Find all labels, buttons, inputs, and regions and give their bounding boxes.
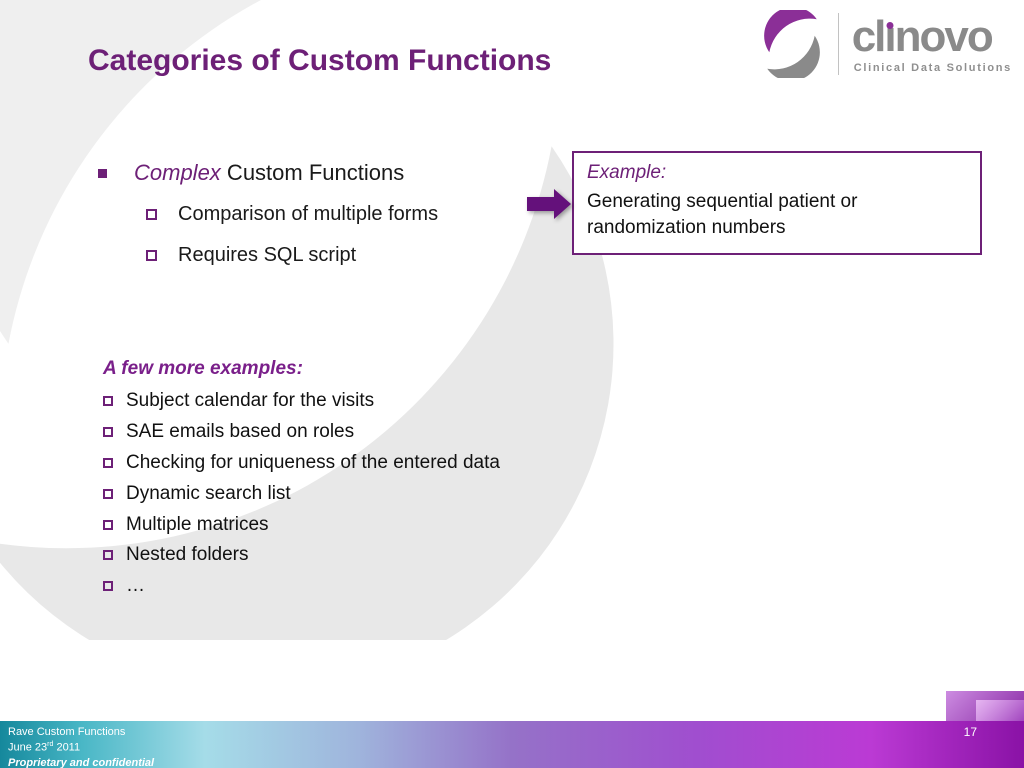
example-callout-box: Example: Generating sequential patient o… — [572, 151, 982, 256]
corner-decoration-inner — [976, 700, 1024, 721]
footer-date: June 23rd 2011 — [8, 741, 154, 754]
hollow-square-bullet-icon — [103, 396, 113, 407]
list-item: Subject calendar for the visits — [103, 386, 500, 417]
footer-date-main: June 23 — [8, 741, 48, 754]
block-arrow-icon — [527, 189, 571, 219]
list-item: Checking for uniqueness of the entered d… — [103, 448, 500, 479]
hollow-square-bullet-icon — [103, 427, 113, 438]
logo-brand-pre: cl — [851, 11, 887, 61]
hollow-square-bullet-icon — [103, 519, 113, 530]
logo-i-dot-icon — [886, 21, 894, 29]
arrow-head — [554, 189, 571, 219]
footer-date-ordinal: rd — [47, 741, 54, 748]
footer-text-block: Rave Custom Functions June 23rd 2011 Pro… — [8, 726, 154, 768]
list-item-label: … — [126, 575, 145, 597]
bullet-emphasis: Complex — [134, 160, 221, 185]
list-item: SAE emails based on roles — [103, 417, 500, 448]
logo-brand-i-stem: ı — [884, 11, 896, 61]
list-item: Multiple matrices — [103, 509, 500, 540]
sub-bullet-item: Requires SQL script — [146, 241, 438, 269]
hollow-square-bullet-icon — [146, 249, 157, 261]
list-item-label: Checking for uniqueness of the entered d… — [126, 451, 500, 473]
example-text: Generating sequential patient or randomi… — [587, 191, 858, 238]
logo-swoosh-icon — [763, 10, 820, 78]
hollow-square-bullet-icon — [103, 550, 113, 561]
hollow-square-bullet-icon — [146, 208, 157, 220]
more-examples-list: Subject calendar for the visits SAE emai… — [103, 386, 500, 602]
footer-date-year: 2011 — [53, 741, 81, 754]
arrow-shaft — [527, 197, 554, 211]
hollow-square-bullet-icon — [103, 581, 113, 592]
sub-bullet-label: Comparison of multiple forms — [178, 202, 439, 225]
list-item-label: Subject calendar for the visits — [126, 390, 375, 412]
list-item-label: Dynamic search list — [126, 482, 291, 504]
footer-presentation-title: Rave Custom Functions — [8, 726, 126, 738]
slide-number: 17 — [963, 725, 977, 739]
hollow-square-bullet-icon — [103, 457, 113, 468]
footer-bar: Rave Custom Functions June 23rd 2011 Pro… — [0, 721, 1024, 768]
list-item: Nested folders — [103, 540, 500, 571]
filled-square-bullet-icon — [98, 168, 107, 178]
example-label: Example: — [587, 162, 667, 183]
logo-brand-i: ı — [884, 11, 896, 61]
list-item: Dynamic search list — [103, 478, 500, 509]
logo-tagline: Clinical Data Solutions — [853, 61, 1012, 74]
list-item-label: Multiple matrices — [126, 513, 269, 535]
logo-divider — [837, 13, 839, 75]
background-swoosh-watermark — [0, 0, 614, 640]
hollow-square-bullet-icon — [103, 488, 113, 499]
list-item-label: Nested folders — [126, 544, 249, 566]
list-item: … — [103, 571, 500, 602]
more-examples-heading: A few more examples: — [103, 358, 303, 379]
sub-bullet-item: Comparison of multiple forms — [146, 200, 438, 228]
logo-brand-post: novo — [894, 11, 994, 61]
bullet-text: Complex Custom Functions — [134, 160, 404, 186]
page-title: Categories of Custom Functions — [88, 44, 552, 77]
footer-confidential-note: Proprietary and confidential — [8, 756, 155, 768]
sub-bullet-label: Requires SQL script — [178, 243, 357, 266]
bullet-rest: Custom Functions — [220, 160, 405, 185]
bullet-complex-custom-functions: Complex Custom Functions — [98, 158, 404, 188]
sub-bullet-list: Comparison of multiple forms Requires SQ… — [146, 200, 438, 282]
list-item-label: SAE emails based on roles — [126, 421, 355, 443]
